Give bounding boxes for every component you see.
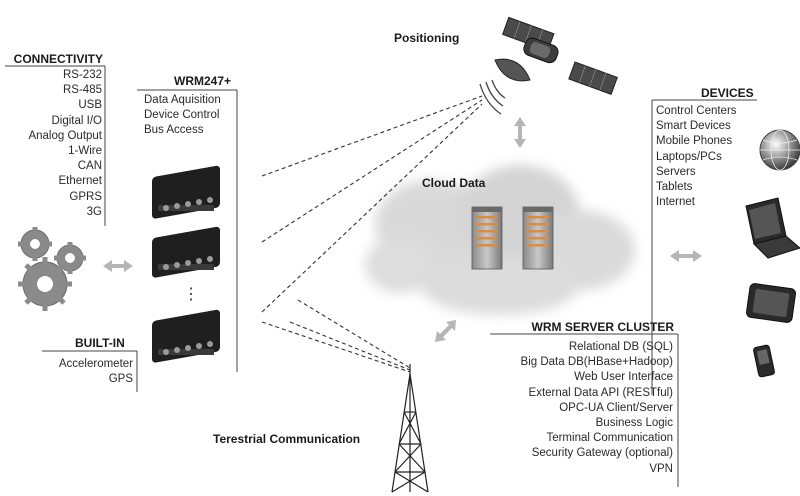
server-tower-1 (471, 206, 503, 270)
device-item: Laptops/PCs (656, 150, 722, 163)
device-item: Control Centers (656, 105, 737, 117)
devices-title: DEVICES (701, 86, 754, 100)
wrm-device-3 (152, 309, 220, 363)
wrm-device-2 (152, 226, 220, 278)
bracket-lines (5, 65, 757, 487)
laptop-icon (745, 197, 800, 259)
server-cluster-title: WRM SERVER CLUSTER (531, 320, 674, 334)
server-feature: Terminal Communication (546, 432, 673, 445)
device-item: Servers (656, 165, 696, 178)
device-ellipsis: ⋮ (183, 286, 199, 303)
server-cluster-list: Relational DB (SQL) Big Data DB(HBase+Had… (470, 340, 673, 477)
connectivity-item: RS-485 (63, 84, 102, 97)
server-feature: Big Data DB(HBase+Hadoop) (520, 356, 673, 369)
globe-icon (759, 129, 800, 171)
arrow-gears-devices (103, 260, 133, 272)
wrm-device-1 (152, 165, 220, 219)
builtin-title: BUILT-IN (75, 336, 125, 350)
server-feature: Relational DB (SQL) (568, 341, 673, 353)
server-feature: Business Logic (595, 417, 673, 430)
cloud-data-label: Cloud Data (422, 176, 486, 190)
connectivity-item: CAN (77, 160, 102, 173)
server-feature: Security Gateway (optional) (531, 447, 673, 460)
dashed-links (261, 95, 483, 373)
arrow-cloud-devices (670, 250, 702, 262)
device-item: Mobile Phones (656, 135, 733, 148)
connectivity-item: GPRS (69, 190, 102, 203)
server-feature: External Data API (RESTful) (528, 386, 673, 399)
arrow-cloud-tower (435, 320, 456, 342)
wrm247-feature: Data Aquisition (144, 94, 221, 106)
gears-icon (18, 227, 86, 311)
device-item: Smart Devices (656, 120, 731, 133)
server-feature: OPC-UA Client/Server (559, 401, 673, 414)
connectivity-item: USB (78, 99, 102, 112)
arrow-satellite-cloud (514, 117, 526, 148)
connectivity-item: Analog Output (28, 129, 102, 142)
connectivity-item: Ethernet (58, 175, 102, 188)
tablet-icon (746, 283, 796, 323)
builtin-sensor: GPS (108, 373, 133, 386)
satellite-icon (479, 16, 618, 115)
connectivity-item: 1-Wire (68, 145, 102, 158)
server-feature: VPN (649, 462, 673, 475)
device-item: Internet (656, 196, 695, 209)
device-item: Tablets (656, 181, 693, 194)
connectivity-item: 3G (86, 205, 102, 218)
server-tower-2 (522, 206, 554, 270)
connectivity-title: CONNECTIVITY (13, 52, 103, 66)
mobile-phone-icon (753, 344, 775, 378)
connectivity-item: Digital I/O (51, 114, 103, 127)
wrm247-title: WRM247+ (174, 74, 232, 88)
builtin-sensor: Accelerometer (58, 358, 133, 370)
terrestrial-communication-label: Terestrial Communication (213, 432, 361, 446)
connectivity-item: RS-232 (63, 69, 102, 81)
wrm247-feature: Device Control (144, 109, 220, 122)
server-feature: Web User Interface (574, 371, 673, 384)
positioning-label: Positioning (394, 31, 460, 45)
tower-icon (391, 364, 429, 493)
wrm247-feature: Bus Access (144, 124, 204, 137)
